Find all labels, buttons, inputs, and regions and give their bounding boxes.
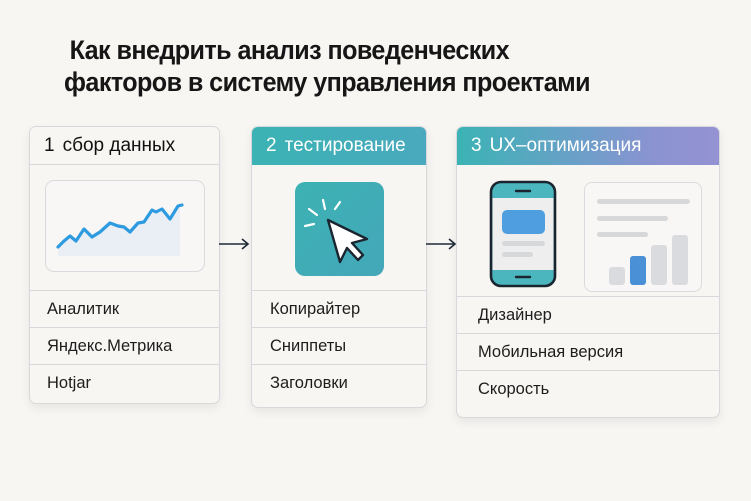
list-item: Заголовки xyxy=(270,374,348,392)
arrow-right-icon xyxy=(219,238,250,250)
step-header: 3 UX–оптимизация xyxy=(457,127,719,165)
line-chart-icon xyxy=(45,180,205,272)
page-title: Как внедрить анализ поведенческих фактор… xyxy=(64,34,659,98)
step-number: 1 xyxy=(44,134,55,156)
step-label: сбор данных xyxy=(62,134,176,156)
list-item: Аналитик xyxy=(30,291,219,328)
step-label: тестирование xyxy=(284,135,406,156)
list-item: Мобильная версия xyxy=(457,334,719,371)
list-item: Яндекс.Метрика xyxy=(30,328,219,365)
step-number: 2 xyxy=(266,135,277,156)
step-header: 2 тестирование xyxy=(252,127,426,165)
list-item: Копирайтер xyxy=(252,291,426,328)
step-visual xyxy=(30,165,219,291)
step-card-data-collection: 1 сбор данных Аналитик Яндекс.Метрика Ho… xyxy=(29,126,220,404)
step-number: 3 xyxy=(471,135,482,156)
report-bar-chart-icon xyxy=(584,182,702,292)
list-item: Сниппеты xyxy=(252,328,426,365)
step-visual xyxy=(252,165,426,291)
mobile-phone-icon xyxy=(489,180,557,288)
step-visual xyxy=(457,165,719,297)
list-item: Дизайнер xyxy=(457,297,719,334)
title-line-1: Как внедрить анализ поведенческих xyxy=(69,35,510,65)
arrow-right-icon xyxy=(426,238,457,250)
list-item: Скорость xyxy=(478,380,550,398)
step-header: 1 сбор данных xyxy=(30,127,219,165)
cursor-click-icon xyxy=(295,182,384,276)
step-label: UX–оптимизация xyxy=(489,135,642,156)
title-line-2: факторов в систему управления проектами xyxy=(64,67,591,97)
step-card-testing: 2 тестирование Копирайтер Сниппеты Загол… xyxy=(251,126,427,408)
step-card-ux-optimization: 3 UX–оптимизация Дизайнер Мобильная в xyxy=(456,126,720,418)
list-item: Hotjar xyxy=(47,374,92,392)
